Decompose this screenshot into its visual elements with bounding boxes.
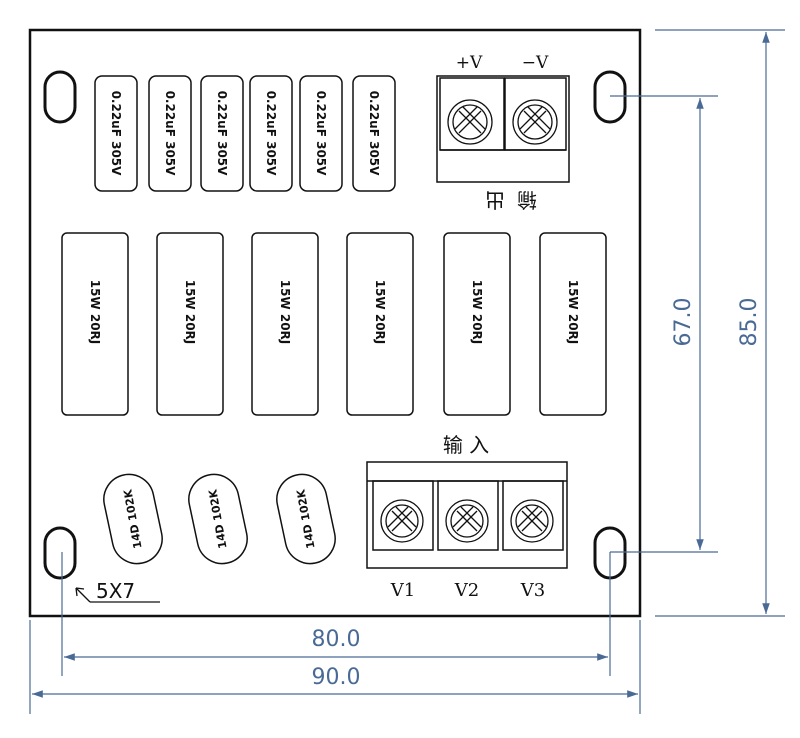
capacitor	[352, 75, 396, 192]
capacitor-label: 0.22uF 305V	[163, 91, 177, 177]
resistor-label: 15W 20RJ	[470, 280, 484, 345]
input-pin-label: V3	[520, 580, 545, 601]
output-pin-label: +V	[456, 53, 483, 73]
capacitor-label: 0.22uF 305V	[314, 91, 328, 177]
screw-icon	[510, 499, 554, 543]
output-pin-label: −V	[522, 53, 549, 73]
resistor-label: 15W 20RJ	[373, 280, 387, 345]
resistor-label: 15W 20RJ	[88, 280, 102, 345]
input-pin-label: V2	[454, 580, 479, 601]
mounting-hole	[43, 70, 77, 124]
hole-size-callout: 5X7	[75, 579, 160, 603]
resistor-label: 15W 20RJ	[566, 280, 580, 345]
capacitor	[94, 75, 138, 192]
resistor-label: 15W 20RJ	[183, 280, 197, 345]
capacitor	[148, 75, 192, 192]
varistor	[103, 473, 163, 565]
varistor	[276, 473, 336, 565]
dimension-label-67: 67.0	[671, 298, 696, 347]
capacitor-label: 0.22uF 305V	[215, 91, 229, 177]
varistor	[188, 473, 248, 565]
mounting-hole	[593, 70, 627, 124]
resistor	[539, 232, 607, 416]
input-pin-label: V1	[390, 580, 415, 601]
output-terminal-label: 输出	[473, 188, 537, 212]
resistor-label: 15W 20RJ	[278, 280, 292, 345]
screw-icon	[447, 99, 493, 145]
capacitor	[299, 75, 343, 192]
capacitor-label: 0.22uF 305V	[367, 91, 381, 177]
dimension-label-80: 80.0	[312, 627, 361, 652]
capacitor-label: 0.22uF 305V	[264, 91, 278, 177]
mounting-holes	[43, 70, 627, 580]
capacitor	[249, 75, 293, 192]
resistor	[443, 232, 511, 416]
input-terminal-block	[366, 461, 568, 569]
dimension-label-85: 85.0	[737, 298, 762, 347]
capacitor-label: 0.22uF 305V	[109, 91, 123, 177]
screw-icon	[445, 499, 489, 543]
resistor-row	[61, 232, 607, 416]
resistor	[156, 232, 224, 416]
resistor	[251, 232, 319, 416]
resistor	[346, 232, 414, 416]
screw-icon	[512, 99, 558, 145]
input-terminal-label: 输 入	[443, 433, 489, 457]
varistor-row	[103, 473, 336, 565]
hole-size-note: 5X7	[96, 579, 135, 603]
dimension-label-90: 90.0	[312, 665, 361, 690]
screw-icon	[380, 499, 424, 543]
output-terminal-block	[436, 75, 570, 183]
dimension-lines	[29, 29, 785, 714]
mounting-hole	[43, 526, 77, 580]
capacitor-row	[94, 75, 396, 192]
board-outline	[28, 28, 642, 618]
capacitor	[200, 75, 244, 192]
resistor	[61, 232, 129, 416]
